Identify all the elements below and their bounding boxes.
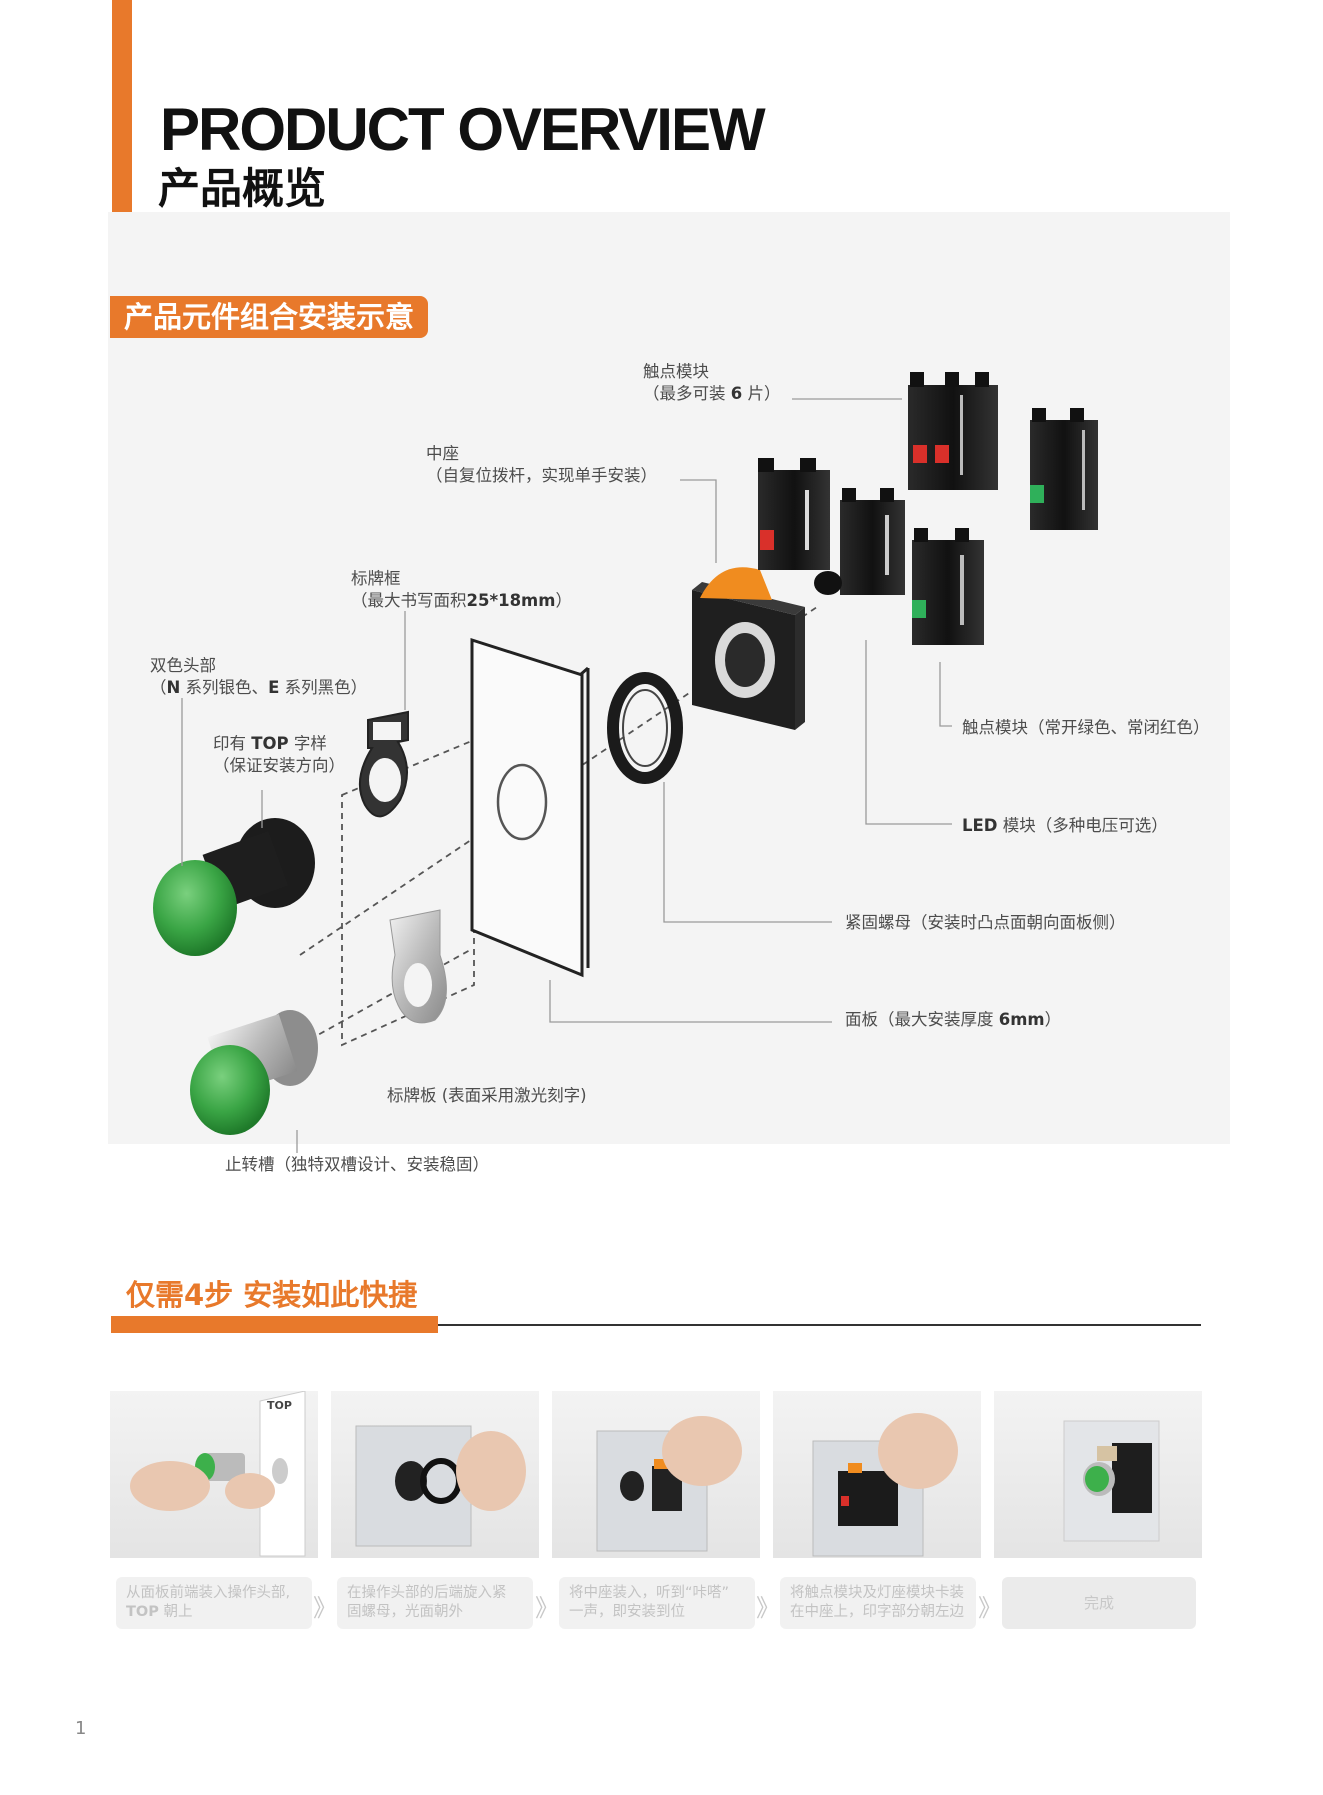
leader-led [865, 640, 952, 825]
step-chevron-1: 》 [313, 1594, 337, 1622]
exploded-assembly-diagram [153, 372, 1098, 1153]
label-led: LED 模块（多种电压可选） [962, 816, 1168, 835]
step-caption-done: 完成 [1002, 1577, 1196, 1629]
base-seat [692, 567, 805, 730]
contact-module-red-left [758, 458, 830, 570]
step-caption-2: 在操作头部的后端旋入紧 固螺母，光面朝外 [337, 1577, 533, 1629]
step-caption-3: 将中座装入，听到“咔嗒” 一声，即安装到位 [559, 1577, 755, 1629]
diagram-panel [108, 212, 1230, 1144]
section-tag-assembly: 产品元件组合安装示意 [110, 296, 429, 338]
label-nut: 紧固螺母（安装时凸点面朝向面板侧） [845, 913, 1126, 932]
leader-panel [549, 980, 832, 1023]
step-chevron-4: 》 [978, 1594, 1002, 1622]
led-module [814, 488, 905, 595]
step-chevron-3: 》 [756, 1594, 780, 1622]
step-photo-4 [773, 1391, 981, 1558]
step-photo-2 [331, 1391, 539, 1558]
page-title-cn: 产品概览 [158, 164, 327, 213]
leader-contact-right [939, 662, 952, 727]
section2-divider [438, 1324, 1201, 1326]
nameplate-outline [341, 738, 475, 1047]
section2-underline-accent [111, 1316, 438, 1333]
header-accent-bar [112, 0, 132, 213]
label-top-mark: 印有 TOP 字样 （保证安装方向） [213, 734, 345, 775]
page-number: 1 [75, 1718, 87, 1739]
nameplate-plate [389, 909, 447, 1024]
label-contact-top: 触点模块 （最多可装 6 片） [643, 362, 781, 403]
section2-title: 仅需4步 安装如此快捷 [126, 1278, 418, 1312]
push-button-head-black [153, 818, 315, 956]
step-photo-done [994, 1391, 1202, 1558]
nameplate-frame [358, 710, 409, 818]
label-groove: 止转槽（独特双槽设计、安装稳固） [225, 1155, 489, 1174]
panel-board [470, 637, 590, 978]
push-button-head-silver [190, 1010, 318, 1135]
leader-nut [663, 782, 832, 923]
label-contact-right: 触点模块（常开绿色、常闭红色） [962, 718, 1210, 737]
fixing-nut [607, 672, 683, 784]
snap-ring [496, 763, 548, 841]
top-mark-label: TOP [267, 1399, 292, 1412]
step-chevron-2: 》 [535, 1594, 559, 1622]
label-plate: 标牌板 (表面采用激光刻字) [387, 1086, 587, 1105]
label-frame: 标牌框 （最大书写面积25*18mm） [351, 569, 572, 610]
contact-module-green-far [1030, 408, 1098, 530]
page-title-en: PRODUCT OVERVIEW [160, 96, 766, 163]
step-photo-1: TOP [110, 1391, 318, 1558]
contact-module-stack-top [908, 372, 998, 490]
step-caption-1: 从面板前端装入操作头部, TOP 朝上 [116, 1577, 312, 1629]
label-panel: 面板（最大安装厚度 6mm） [845, 1010, 1062, 1029]
step-caption-4: 将触点模块及灯座模块卡装 在中座上，印字部分朝左边 [780, 1577, 976, 1629]
leader-base [680, 479, 717, 563]
contact-module-green [912, 528, 984, 645]
label-head: 双色头部 （N 系列银色、E 系列黑色） [150, 656, 368, 697]
step-photo-3 [552, 1391, 760, 1558]
label-base: 中座 （自复位拨杆，实现单手安装） [426, 444, 657, 485]
